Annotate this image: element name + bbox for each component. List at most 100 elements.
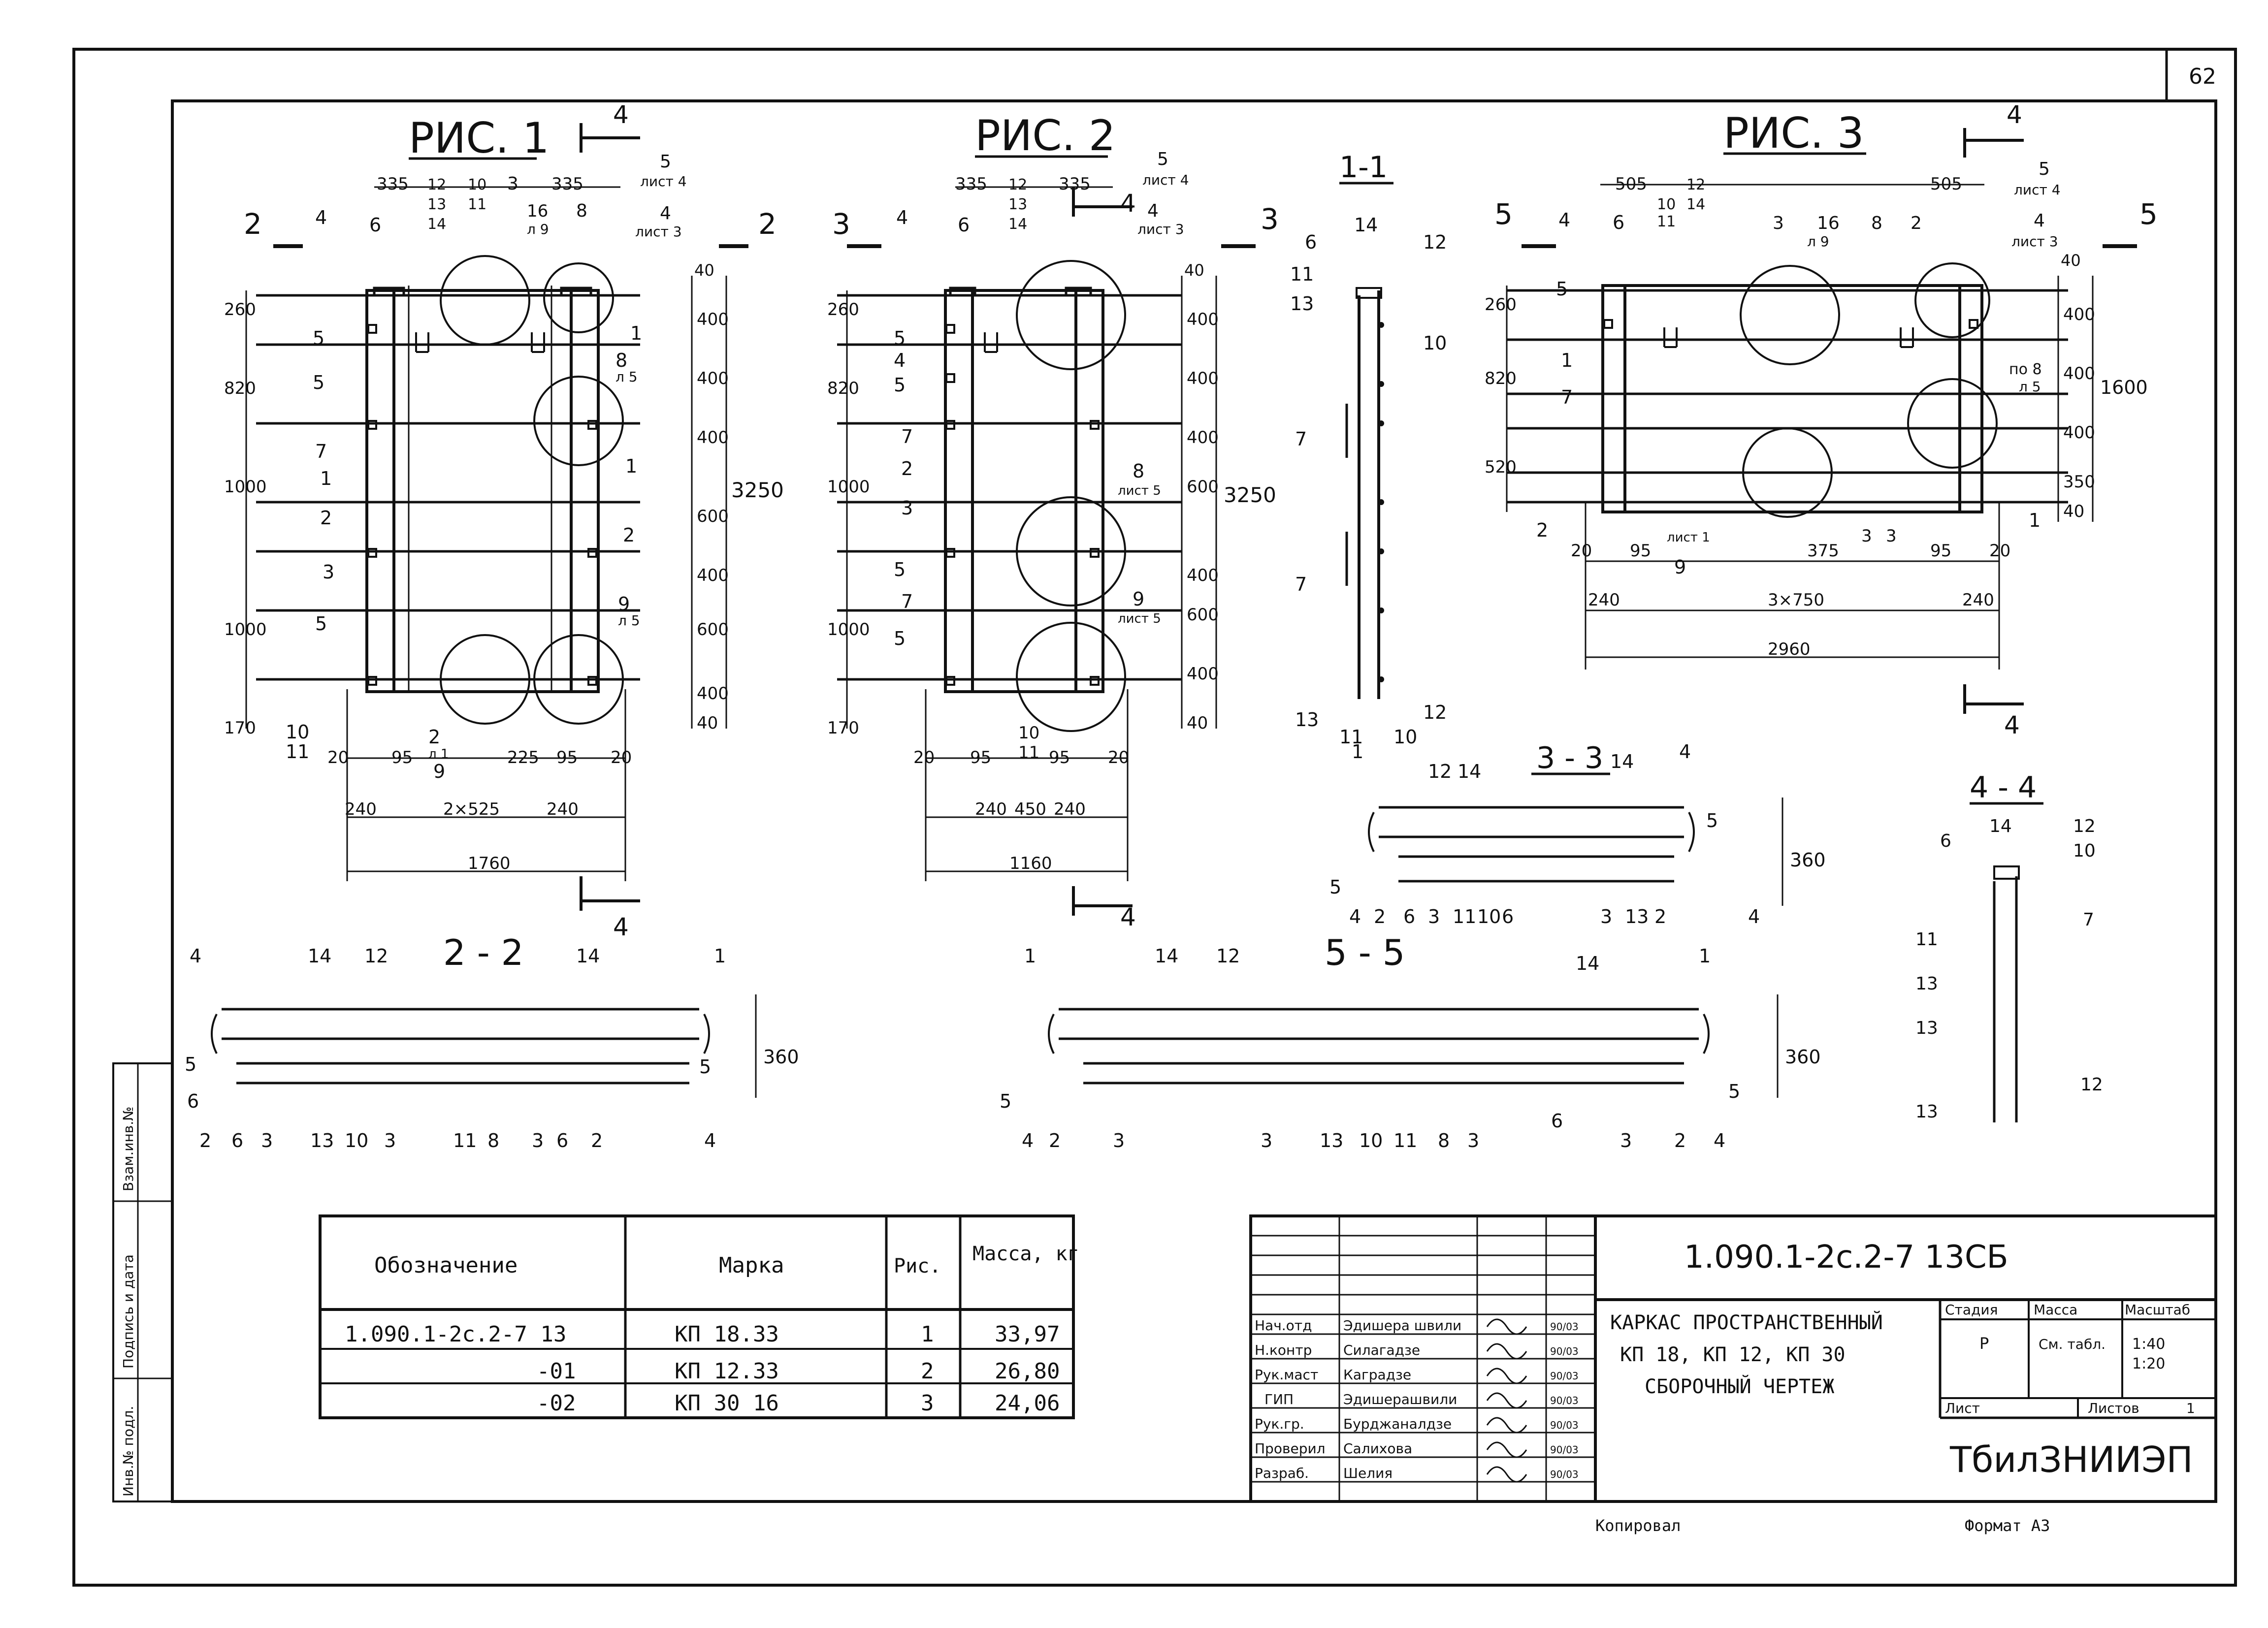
svg-text:240: 240 [345,799,377,819]
svg-text:КП 12.33: КП 12.33 [675,1359,779,1384]
svg-text:5: 5 [1329,876,1341,898]
svg-text:ГИП: ГИП [1264,1391,1294,1407]
svg-text:4: 4 [613,100,629,129]
svg-text:8: 8 [1133,460,1144,482]
svg-text:2: 2 [199,1130,211,1151]
svg-text:10: 10 [2073,841,2096,861]
signatures [1486,1318,1527,1483]
svg-text:Взам.инв.№: Взам.инв.№ [120,1107,136,1191]
svg-text:1: 1 [1024,945,1036,967]
svg-text:600: 600 [697,620,729,639]
svg-text:13: 13 [1915,1102,1938,1122]
svg-text:95: 95 [391,748,413,767]
svg-text:4: 4 [1558,209,1570,231]
svg-text:1:20: 1:20 [2132,1355,2165,1373]
svg-text:13: 13 [310,1130,334,1151]
svg-text:11: 11 [453,1130,477,1151]
svg-text:2: 2 [1674,1130,1686,1151]
spec-table: Обозначение Марка Рис. Масса, кг 1.090.1… [319,1214,1079,1419]
svg-text:20: 20 [1108,748,1129,767]
svg-text:8: 8 [616,350,627,371]
svg-text:11: 11 [1290,263,1314,285]
svg-text:1: 1 [921,1322,934,1347]
svg-text:Подпись и дата: Подпись и дата [120,1254,136,1369]
svg-text:3: 3 [901,497,913,519]
svg-text:8: 8 [1871,213,1882,233]
svg-text:90/03: 90/03 [1550,1444,1579,1456]
svg-text:14: 14 [1576,953,1599,974]
section-2-2: 2 - 2 360 4 14 12 14 1 5 6 5 2 6 3 13 10… [185,932,799,1151]
svg-text:л 5: л 5 [618,612,640,629]
svg-text:1: 1 [2029,510,2041,531]
svg-text:95: 95 [1630,541,1651,561]
svg-text:20: 20 [913,748,935,767]
svg-text:170: 170 [224,718,256,738]
svg-text:3: 3 [1113,1130,1125,1151]
svg-text:лист 3: лист 3 [2011,233,2058,250]
svg-text:1: 1 [714,945,726,967]
svg-text:12: 12 [1423,702,1447,723]
svg-text:6: 6 [369,214,381,236]
svg-text:2: 2 [320,507,332,529]
svg-text:14: 14 [576,945,600,967]
svg-text:л 1: л 1 [428,747,449,762]
svg-text:11: 11 [286,741,309,763]
svg-text:5: 5 [313,372,324,393]
svg-text:5: 5 [894,374,906,396]
svg-text:1760: 1760 [468,854,511,873]
svg-text:9: 9 [433,761,445,782]
svg-text:2: 2 [921,1359,934,1384]
svg-text:520: 520 [1485,457,1517,477]
svg-text:13: 13 [1295,709,1319,731]
svg-text:4: 4 [660,203,671,223]
svg-text:5: 5 [315,613,327,635]
svg-text:лист 4: лист 4 [1142,172,1189,188]
svg-text:л 9: л 9 [527,221,549,237]
svg-text:400: 400 [697,310,729,329]
svg-text:40: 40 [1187,713,1208,733]
svg-text:14: 14 [1989,816,2012,836]
svg-text:335: 335 [1059,174,1091,194]
svg-text:См. табл.: См. табл. [2039,1336,2106,1352]
outer-frame [72,48,2237,1587]
svg-text:3250: 3250 [731,478,784,502]
svg-text:6: 6 [1403,906,1415,927]
svg-text:11: 11 [1393,1130,1417,1151]
svg-text:5: 5 [185,1053,196,1075]
svg-text:13: 13 [1320,1130,1343,1151]
svg-text:5: 5 [1728,1081,1740,1102]
svg-text:6: 6 [958,214,970,236]
svg-text:400: 400 [1187,664,1219,684]
svg-text:10: 10 [1477,906,1501,927]
section-4-4: 4 - 4 6 14 12 10 11 7 13 13 12 13 [1915,770,2103,1122]
svg-text:7: 7 [901,591,913,612]
svg-text:2: 2 [244,207,262,241]
svg-text:1: 1 [1699,945,1711,967]
svg-text:4: 4 [1714,1130,1725,1151]
svg-text:12: 12 [1216,945,1240,967]
svg-text:Р: Р [1979,1334,1989,1353]
svg-text:5: 5 [894,327,906,349]
svg-text:12: 12 [364,945,388,967]
svg-text:20: 20 [1571,541,1592,561]
svg-text:1: 1 [1561,350,1573,371]
svg-text:1: 1 [1352,741,1363,763]
svg-text:8: 8 [1438,1130,1450,1151]
svg-text:400: 400 [697,566,729,585]
svg-text:4: 4 [894,350,906,371]
svg-text:40: 40 [1184,261,1204,280]
svg-text:14: 14 [1686,196,1705,213]
svg-text:12: 12 [427,176,446,193]
svg-text:л 9: л 9 [1807,233,1829,250]
svg-text:3: 3 [532,1130,544,1151]
svg-text:1000: 1000 [224,620,267,639]
svg-text:4: 4 [2007,100,2022,129]
svg-text:4: 4 [2004,711,2020,739]
svg-text:3: 3 [507,174,518,194]
svg-text:лист 1: лист 1 [1667,530,1710,545]
svg-text:5: 5 [313,327,324,349]
svg-text:7: 7 [1295,574,1307,595]
svg-text:10: 10 [468,176,486,193]
svg-text:14: 14 [1008,216,1027,233]
svg-text:4: 4 [2034,211,2045,231]
